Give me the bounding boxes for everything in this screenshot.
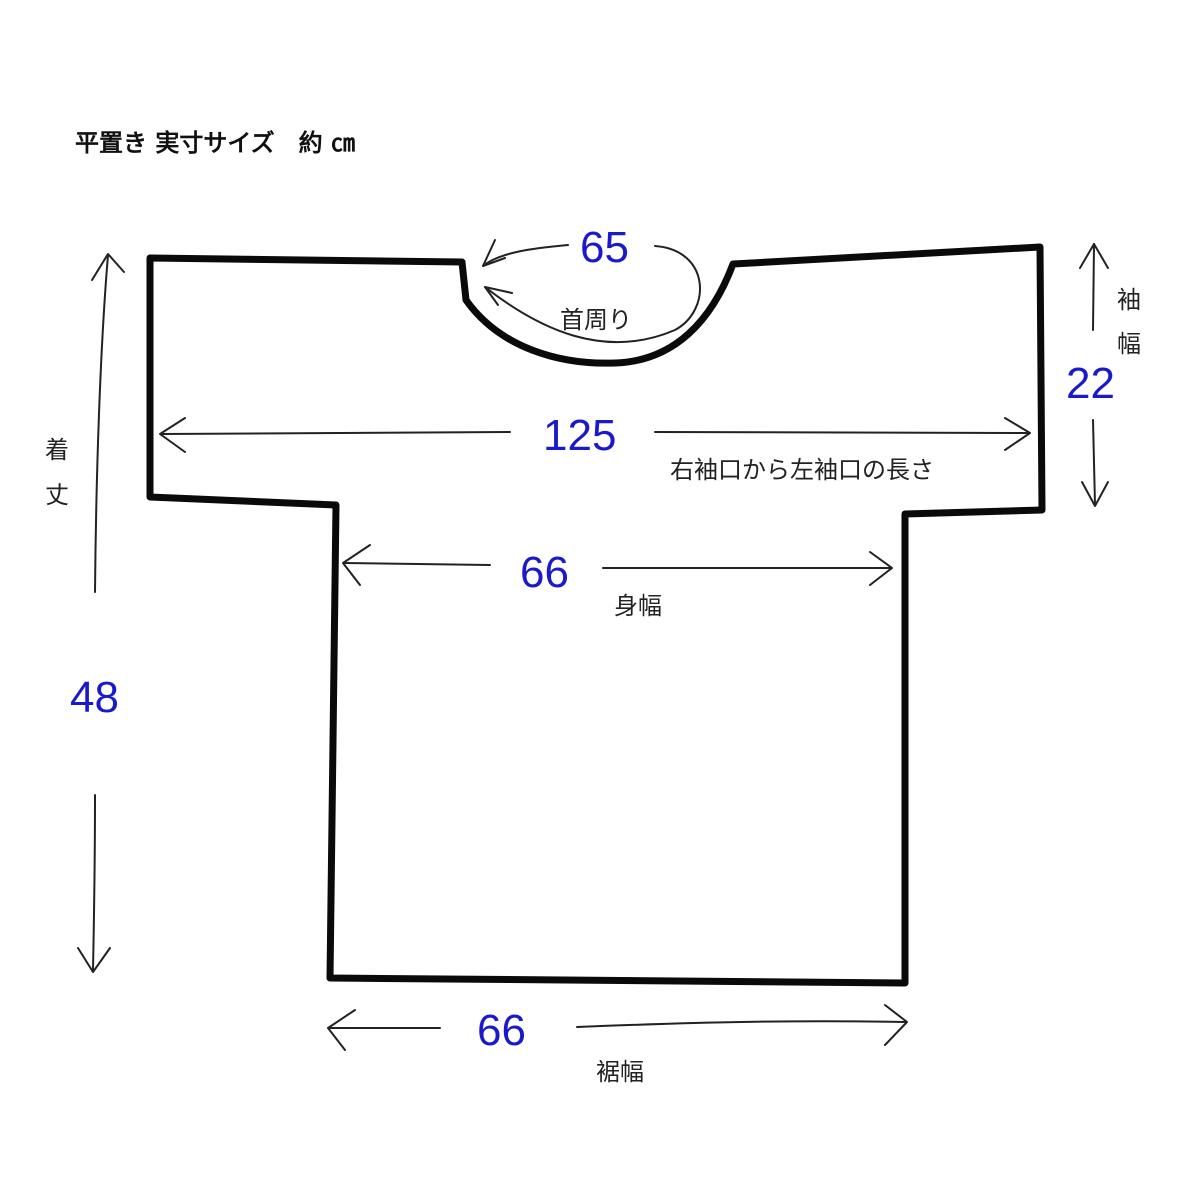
length-arrow	[77, 253, 125, 973]
length-label-1: 着	[45, 436, 69, 464]
sleeve-width-value: 22	[1066, 359, 1115, 408]
hem-width-label: 裾幅	[596, 1058, 644, 1086]
neck-label: 首周り	[560, 306, 632, 334]
sleeve-length-value: 125	[543, 411, 616, 460]
sleeve-width-arrow	[1079, 243, 1109, 507]
hem-width-value: 66	[477, 1006, 526, 1055]
body-width-label: 身幅	[614, 592, 662, 620]
neck-value: 65	[580, 223, 629, 272]
hem-width-arrow	[327, 1004, 908, 1051]
sleeve-width-label-2: 幅	[1117, 330, 1141, 358]
shirt-outline	[146, 243, 1046, 987]
length-label-2: 丈	[45, 481, 69, 509]
neck-arrow	[482, 239, 701, 344]
length-value: 48	[70, 673, 119, 722]
sleeve-width-label-1: 袖	[1117, 286, 1141, 314]
body-width-value: 66	[520, 548, 569, 597]
sleeve-length-arrow	[159, 417, 1031, 453]
sleeve-length-label: 右袖口から左袖口の長さ	[670, 456, 934, 484]
body-width-arrow	[342, 544, 893, 586]
diagram-title: 平置き 実寸サイズ 約 ㎝	[75, 129, 355, 157]
